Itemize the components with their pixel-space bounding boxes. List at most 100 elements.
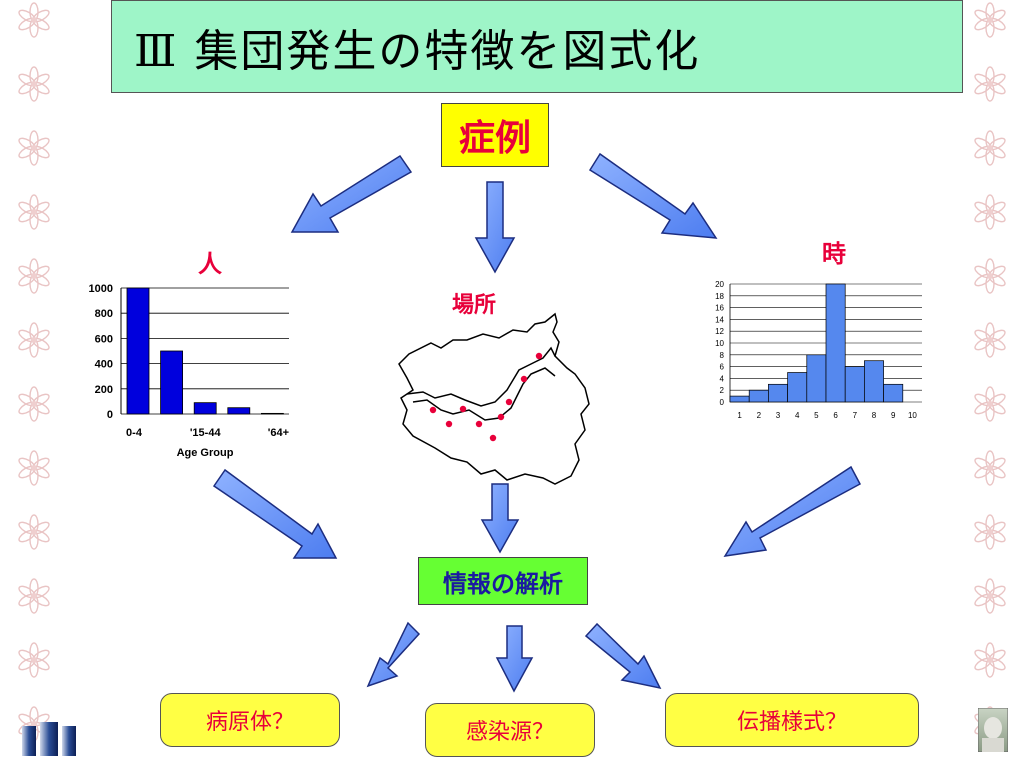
y-tick-label: 6: [720, 363, 725, 372]
epi-bar: [825, 283, 846, 403]
case-dot: [429, 406, 437, 414]
x-tick-label: 6: [833, 411, 838, 420]
decor-glyph: [18, 130, 50, 166]
title-banner: Ⅲ 集団発生の特徴を図式化: [111, 0, 963, 93]
case-dot: [535, 352, 543, 360]
x-tick-label: '64+: [268, 427, 289, 439]
decor-glyph: [974, 2, 1006, 38]
x-tick-label: 8: [872, 411, 877, 420]
place-label: 場所: [452, 293, 497, 318]
photo-thumbnail: [978, 708, 1008, 752]
arrow-person-to-analysis: [212, 468, 338, 559]
epi-bar: [787, 372, 808, 403]
y-tick-label: 400: [95, 359, 113, 371]
y-tick-label: 18: [715, 292, 724, 301]
x-axis-label: Age Group: [177, 447, 234, 459]
y-tick-label: 0: [720, 398, 725, 407]
decor-glyph: [974, 194, 1006, 230]
epi-bar: [844, 366, 865, 403]
y-tick-label: 20: [715, 280, 724, 289]
decor-glyph: [974, 642, 1006, 678]
decor-glyph: [974, 578, 1006, 614]
decor-glyph: [974, 322, 1006, 358]
y-tick-label: 16: [715, 304, 724, 313]
case-dot: [520, 375, 528, 383]
decor-glyph: [974, 258, 1006, 294]
x-tick-label: 3: [776, 411, 781, 420]
epi-bar: [768, 383, 788, 403]
decor-glyph: [18, 450, 50, 486]
x-tick-label: 1: [737, 411, 742, 420]
x-tick-label: '15-44: [190, 427, 222, 439]
x-tick-label: 7: [853, 411, 858, 420]
map-outline: [398, 312, 590, 485]
place-map: [398, 312, 590, 485]
age-bar: [227, 407, 251, 415]
navigation-icon[interactable]: [20, 720, 80, 756]
decor-glyph: [18, 642, 50, 678]
arrow-analysis-to-pathogen: [366, 621, 421, 688]
time-label: 時: [822, 240, 846, 268]
transmission-mode-box: 伝播様式？: [665, 693, 919, 747]
y-tick-label: 800: [95, 308, 113, 320]
arrow-analysis-to-transmission: [584, 622, 662, 690]
case-box: 症例: [441, 103, 549, 167]
arrow-time-to-analysis: [723, 465, 862, 557]
x-tick-label: 0-4: [126, 427, 143, 439]
x-tick-label: 2: [757, 411, 762, 420]
arrow-case-to-time: [588, 152, 718, 239]
x-tick-label: 4: [795, 411, 800, 420]
decor-glyph: [974, 66, 1006, 102]
y-tick-label: 14: [715, 315, 724, 324]
age-bar: [193, 402, 217, 415]
y-tick-label: 10: [715, 339, 724, 348]
age-bar: [126, 287, 150, 415]
epi-bar: [864, 360, 884, 403]
age-bar: [160, 350, 183, 415]
arrow-case-to-person: [290, 154, 413, 233]
y-tick-label: 0: [107, 409, 113, 421]
x-tick-label: 5: [814, 411, 819, 420]
decor-glyph: [18, 194, 50, 230]
case-dots: [429, 352, 543, 442]
decor-glyph: [18, 322, 50, 358]
y-tick-label: 8: [720, 351, 725, 360]
slide-title: Ⅲ 集団発生の特徴を図式化: [134, 26, 701, 77]
case-dot: [497, 413, 505, 421]
x-tick-label: 10: [908, 411, 917, 420]
infection-source-box: 感染源？: [425, 703, 595, 757]
decor-glyph: [18, 386, 50, 422]
pathogen-box: 病原体？: [160, 693, 340, 747]
arrow-case-to-place: [474, 181, 516, 274]
decor-glyph: [974, 514, 1006, 550]
y-tick-label: 200: [95, 384, 113, 396]
person-label: 人: [198, 250, 222, 278]
epi-bar: [806, 354, 827, 403]
case-dot: [445, 420, 453, 428]
decor-glyph: [18, 578, 50, 614]
decor-glyph: [18, 2, 50, 38]
epi-bar: [883, 383, 904, 403]
age-group-chart: 0 200 400 600 800 1000 0-4 '15-44 '64+ Age Group: [89, 283, 290, 459]
epi-bar: [748, 389, 769, 403]
y-tick-label: 12: [715, 327, 724, 336]
case-dot: [489, 434, 497, 442]
y-tick-label: 2: [720, 386, 725, 395]
age-bar: [260, 412, 284, 415]
decor-glyph: [974, 450, 1006, 486]
analysis-box: 情報の解析: [418, 557, 588, 605]
case-dot: [459, 405, 467, 413]
decorative-border-left: [18, 2, 50, 742]
decor-glyph: [18, 66, 50, 102]
decor-glyph: [18, 514, 50, 550]
decor-glyph: [974, 386, 1006, 422]
y-tick-label: 600: [95, 333, 113, 345]
decor-glyph: [974, 130, 1006, 166]
y-tick-label: 1000: [89, 283, 113, 295]
case-dot: [475, 420, 483, 428]
y-tick-label: 4: [720, 374, 725, 383]
decor-glyph: [18, 258, 50, 294]
x-tick-label: 9: [891, 411, 896, 420]
